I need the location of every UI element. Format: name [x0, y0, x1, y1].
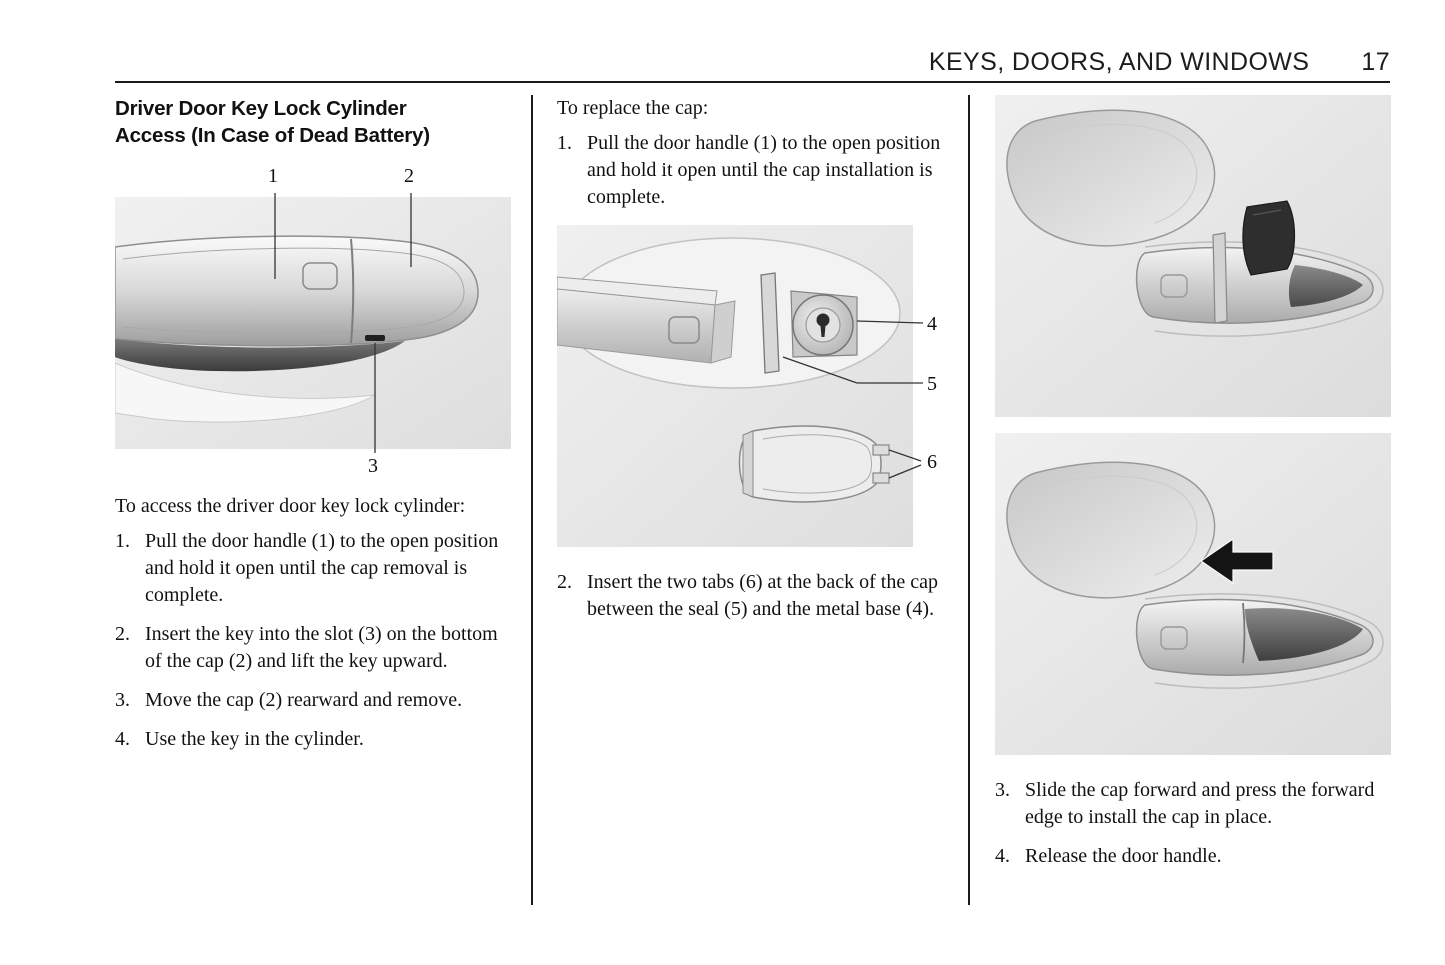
- step-text: Insert the key into the slot (3) on the …: [145, 623, 498, 673]
- lock-cylinder-exploded-drawing: [557, 225, 924, 547]
- callout-1: 1: [268, 165, 278, 188]
- callout-6: 6: [927, 451, 937, 473]
- slide-forward-arrow: [1199, 537, 1274, 585]
- cap-removed-drawing: [995, 95, 1391, 417]
- left-column: Driver Door Key Lock Cylinder Access (In…: [115, 95, 511, 765]
- section-title: Driver Door Key Lock Cylinder Access (In…: [115, 95, 511, 149]
- callout-2: 2: [404, 165, 414, 188]
- replace-intro-text: To replace the cap:: [557, 97, 709, 119]
- replace-step-1: 1. Pull the door handle (1) to the open …: [557, 130, 947, 211]
- page-number: 17: [1361, 48, 1390, 76]
- door-handle-exterior-illustration: 1 2 3: [115, 165, 511, 479]
- door-handle-exterior-drawing: [115, 193, 511, 454]
- step-text: Move the cap (2) rearward and remove.: [145, 689, 463, 712]
- middle-column: To replace the cap: 1. Pull the door han…: [557, 95, 947, 635]
- step-item: 1. Pull the door handle (1) to the open …: [115, 528, 511, 609]
- access-intro-text: To access the driver door key lock cylin…: [115, 495, 466, 518]
- callout-5: 5: [927, 373, 937, 395]
- column-divider-2: [968, 95, 970, 905]
- lock-cylinder-exploded-illustration: 4 5 6: [557, 225, 947, 547]
- step-number: 3.: [115, 689, 130, 712]
- step-number: 3.: [995, 779, 1010, 801]
- step-number: 4.: [995, 845, 1010, 867]
- header-rule: [115, 81, 1390, 83]
- cap-removed-illustration: [995, 95, 1391, 417]
- step-item: 4. Release the door handle.: [995, 843, 1391, 870]
- access-steps-list: 1. Pull the door handle (1) to the open …: [115, 528, 511, 753]
- step-text: Pull the door handle (1) to the open pos…: [587, 132, 941, 208]
- cap-install-illustration: [995, 433, 1391, 755]
- step-text: Use the key in the cylinder.: [145, 728, 364, 751]
- callout-4: 4: [927, 313, 937, 335]
- step-number: 4.: [115, 728, 130, 751]
- step-text: Pull the door handle (1) to the open pos…: [145, 530, 499, 607]
- cap-install-drawing: [995, 433, 1391, 755]
- step-item: 2. Insert the key into the slot (3) on t…: [115, 621, 511, 675]
- step-number: 1.: [557, 132, 572, 154]
- step-number: 2.: [557, 571, 572, 593]
- step-item: 1. Pull the door handle (1) to the open …: [557, 130, 947, 211]
- step-text: Release the door handle.: [1025, 845, 1222, 867]
- chapter-title: KEYS, DOORS, AND WINDOWS: [928, 48, 1310, 76]
- step-number: 1.: [115, 530, 130, 553]
- step-item: 3. Move the cap (2) rearward and remove.: [115, 687, 511, 714]
- step-item: 3. Slide the cap forward and press the f…: [995, 777, 1391, 831]
- step-text: Slide the cap forward and press the forw…: [1025, 779, 1375, 828]
- section-title-line2: Access (In Case of Dead Battery): [115, 124, 430, 148]
- page-header: KEYS, DOORS, AND WINDOWS 17: [115, 48, 1390, 77]
- callout-3: 3: [368, 455, 378, 478]
- step-text: Insert the two tabs (6) at the back of t…: [587, 571, 938, 620]
- install-steps-list: 3. Slide the cap forward and press the f…: [995, 777, 1391, 870]
- step-number: 2.: [115, 623, 130, 646]
- step-item: 2. Insert the two tabs (6) at the back o…: [557, 569, 947, 623]
- replace-step-2: 2. Insert the two tabs (6) at the back o…: [557, 569, 947, 623]
- section-title-line1: Driver Door Key Lock Cylinder: [115, 97, 407, 120]
- step-item: 4. Use the key in the cylinder.: [115, 726, 511, 753]
- column-divider-1: [531, 95, 533, 905]
- right-column: 3. Slide the cap forward and press the f…: [995, 95, 1391, 882]
